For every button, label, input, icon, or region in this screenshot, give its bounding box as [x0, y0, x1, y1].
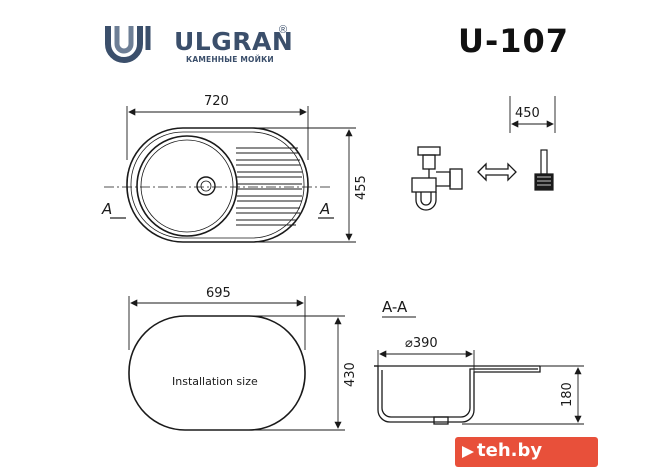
section-title: A-A	[382, 298, 408, 316]
faucet-hole-icon	[534, 149, 554, 191]
brand-subtitle: КАМЕННЫЕ МОЙКИ	[186, 55, 274, 64]
dimension-430-label: 430	[343, 362, 358, 387]
watermark-arrow-icon	[462, 446, 474, 458]
dimension-390-label: ⌀390	[405, 336, 438, 351]
dimension-695-label: 695	[206, 286, 231, 301]
section-mark-left: A	[101, 200, 112, 218]
dimension-390	[377, 350, 475, 372]
dimension-180-label: 180	[560, 382, 575, 407]
dimension-455-label: 455	[354, 175, 369, 200]
section-mark-right: A	[319, 200, 330, 218]
ulgran-logo-icon	[105, 26, 151, 63]
siphon-icon	[411, 146, 463, 211]
swap-arrow-icon	[477, 162, 517, 182]
dimension-430	[240, 315, 345, 431]
dimension-450	[509, 96, 556, 133]
installation-caption: Installation size	[172, 375, 258, 388]
installation-cutout	[128, 315, 306, 431]
dimension-720-label: 720	[204, 94, 229, 109]
dimension-695	[128, 296, 306, 350]
watermark-badge	[455, 437, 598, 467]
drainer-ribs	[236, 147, 302, 226]
registered-mark: ®	[279, 24, 288, 36]
dimension-455	[240, 127, 356, 243]
dimension-720	[126, 106, 309, 160]
watermark-text: teh.by	[477, 440, 543, 461]
sink-top-view	[104, 127, 334, 243]
brand-name: ULGRAN	[174, 27, 294, 56]
sink-section-profile	[374, 365, 541, 425]
dimension-450-label: 450	[515, 106, 540, 121]
model-number: U-107	[458, 22, 570, 60]
dimension-180	[462, 365, 584, 425]
